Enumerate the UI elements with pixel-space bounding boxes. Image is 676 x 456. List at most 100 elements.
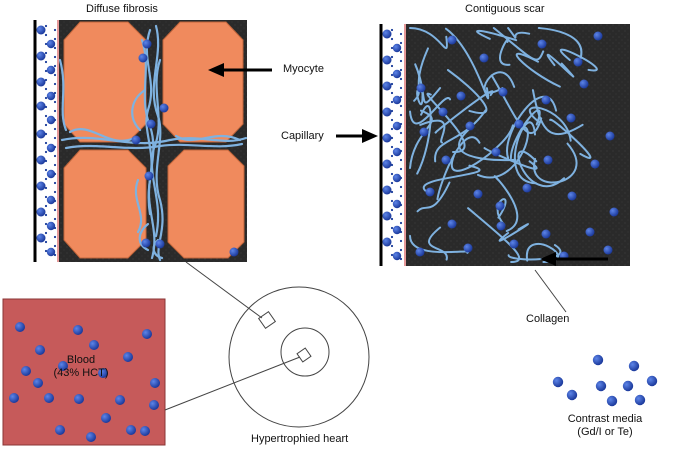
label-contrast-media: Contrast media (Gd/I or Te) xyxy=(555,413,655,439)
diffuse-fibrosis-panel xyxy=(33,20,248,262)
legend-contrast-dot xyxy=(566,389,578,401)
contrast-dot xyxy=(609,207,619,217)
capillary-speckle xyxy=(399,221,403,225)
contrast-dot xyxy=(498,87,508,97)
contrast-dot xyxy=(579,79,589,89)
heart-outer-wall xyxy=(228,286,370,428)
capillary-dot xyxy=(392,199,402,209)
capillary-speckle xyxy=(399,140,403,144)
capillary-speckle xyxy=(399,68,403,72)
capillary-speckle xyxy=(44,24,48,28)
blood-contrast-dot xyxy=(150,378,160,388)
capillary-speckle xyxy=(390,226,394,230)
blood-contrast-dot xyxy=(74,394,84,404)
capillary-dot xyxy=(392,251,402,261)
capillary-dot xyxy=(392,121,402,131)
capillary-speckle xyxy=(390,145,394,149)
contrast-dots-left xyxy=(131,39,239,257)
collagen-strand xyxy=(446,69,488,114)
capillary-dot xyxy=(46,115,56,125)
capillary-dot xyxy=(392,69,402,79)
legend-contrast-dot xyxy=(628,360,640,372)
capillary-speckle xyxy=(44,159,48,163)
capillary-speckle xyxy=(44,195,48,199)
capillary-speckle xyxy=(390,217,394,221)
capillary-speckle xyxy=(399,131,403,135)
collagen-strand xyxy=(506,95,558,159)
capillary-speckle xyxy=(44,213,48,217)
capillary-speckle xyxy=(399,239,403,243)
collagen-strand xyxy=(477,126,529,179)
contrast-dots-right xyxy=(415,31,619,261)
capillary-speckle xyxy=(44,132,48,136)
capillary-speckle xyxy=(399,185,403,189)
capillary-speckle xyxy=(44,105,48,109)
collagen-strand xyxy=(546,53,575,78)
collagen-strand xyxy=(549,118,592,159)
capillary-dot xyxy=(382,133,392,143)
capillary-speckle xyxy=(53,172,57,176)
capillary-speckle xyxy=(44,87,48,91)
blood-contrast-dot xyxy=(33,378,43,388)
collagen-strand xyxy=(483,147,538,170)
blood-contrast-dot xyxy=(101,413,111,423)
collagen-strand xyxy=(409,109,433,169)
contrast-dot xyxy=(491,147,501,157)
contrast-dot xyxy=(415,247,425,257)
label-blood-line2: (43% HCT) xyxy=(53,367,109,379)
capillary-speckle xyxy=(53,64,57,68)
collagen-strand xyxy=(428,226,448,261)
capillary-speckle xyxy=(390,127,394,131)
capillary-speckle xyxy=(390,64,394,68)
capillary-speckle xyxy=(53,244,57,248)
collagen-strands-right xyxy=(409,27,598,263)
capillary-dot xyxy=(382,159,392,169)
capillary-speckle xyxy=(44,78,48,82)
capillary-wall-left xyxy=(34,20,60,262)
capillary-speckle xyxy=(44,96,48,100)
capillary-speckle xyxy=(44,42,48,46)
capillary-speckle xyxy=(390,163,394,167)
capillary-speckle xyxy=(44,240,48,244)
capillary-speckle xyxy=(390,91,394,95)
capillary-dots-left xyxy=(36,24,57,257)
contrast-dot xyxy=(514,119,524,129)
collagen-strand xyxy=(559,48,598,72)
capillary-dot xyxy=(36,207,46,217)
capillary-dot xyxy=(36,129,46,139)
connector-lines xyxy=(164,261,567,411)
contrast-dot xyxy=(567,191,577,201)
capillary-speckle xyxy=(399,176,403,180)
collagen-strand xyxy=(422,164,481,192)
capillary-dot xyxy=(382,211,392,221)
blood-contrast-dot xyxy=(15,322,25,332)
capillary-speckle xyxy=(44,123,48,127)
label-collagen: Collagen xyxy=(526,313,570,325)
blood-contrast-dot xyxy=(115,395,125,405)
blood-contrast-dot xyxy=(21,366,31,376)
blood-contrast-dot xyxy=(73,325,83,335)
capillary-speckle xyxy=(399,95,403,99)
contrast-dot xyxy=(441,155,451,165)
capillary-speckle xyxy=(53,154,57,158)
collagen-strand xyxy=(426,92,466,154)
capillary-speckle xyxy=(44,204,48,208)
collagen-strand xyxy=(498,223,529,242)
contrast-dot xyxy=(438,107,448,117)
capillary-speckle xyxy=(390,244,394,248)
capillary-speckle xyxy=(53,226,57,230)
capillary-speckle xyxy=(390,235,394,239)
contrast-dot xyxy=(543,155,553,165)
capillary-dot xyxy=(46,169,56,179)
myocyte-cell-3 xyxy=(63,149,147,259)
capillary-dot xyxy=(382,55,392,65)
capillary-dot xyxy=(46,247,56,257)
capillary-speckle xyxy=(44,231,48,235)
collagen-strand xyxy=(483,71,516,94)
capillary-speckle xyxy=(44,51,48,55)
collagen-strand xyxy=(513,121,538,185)
capillary-dot xyxy=(382,237,392,247)
legend-contrast-dot xyxy=(606,395,618,407)
